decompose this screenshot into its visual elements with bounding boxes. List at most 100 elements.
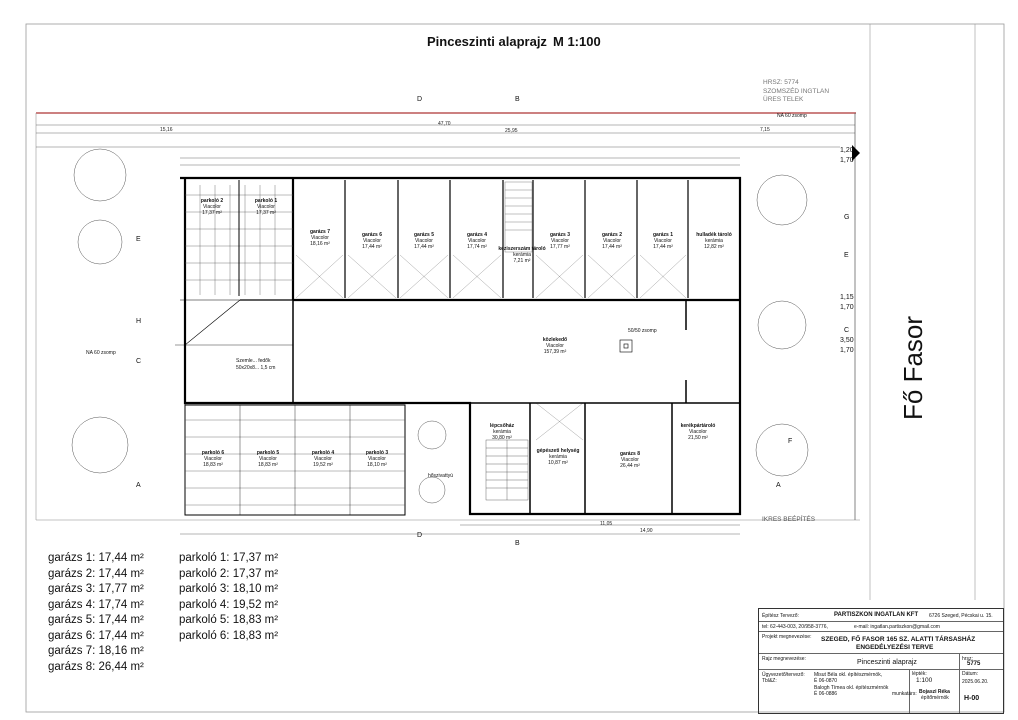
room-name: garázs 6 [361,232,382,238]
room-parkolo2: parkoló 2 Viacolor 17,37 m² [188,198,236,216]
room-name: garázs 5 [413,232,434,238]
section-mark-h-left: H [136,318,142,325]
summary-line: parkoló 1: 17,37 m² [179,552,279,564]
room-finish: Viacolor [415,238,433,244]
room-finish: Viacolor [204,456,222,462]
parking-summary: parkoló 1: 17,37 m² parkoló 2: 17,37 m² … [179,551,278,644]
section-mark-a-right: A [776,482,781,489]
room-hulladek: hulladék tároló kerámia 12,82 m² [689,232,739,250]
room-name: parkoló 2 [200,198,224,204]
drawing-title: Pinceszinti alaprajz [427,34,547,49]
room-name: garázs 1 [652,232,673,238]
room-parkolo4: parkoló 4 Viacolor 19,52 m² [298,450,348,468]
room-finish: Viacolor [257,204,275,210]
room-area: 17,44 m² [653,244,673,250]
room-finish: kerámia [513,252,531,258]
room-finish: kerámia [549,454,567,460]
room-name: kerékpártároló [680,423,716,429]
annotation-szemle: Szemle... fedők [236,358,271,364]
room-name: parkoló 4 [311,450,335,456]
person1: Misut Béla okl. építészmérnök, [814,672,883,678]
level-6: 1,70 [840,347,854,354]
level-marks-top: 1,20 1,70 [840,146,854,166]
room-finish: Viacolor [259,456,277,462]
street-name: Fő Fasor [898,315,928,420]
annotation-na60-left: NA 60 zsomp [86,350,116,356]
project-label: Projekt megnevezése: [762,634,812,640]
neighbor-line1: SZOMSZÉD INGTLAN [763,87,830,95]
responsible-label: Ügyvezető/tervező: [762,672,805,678]
collab-label: munkatárs: [892,691,917,697]
room-area: 17,37 m² [202,210,222,216]
project-line1: SZEGED, FŐ FASOR 165 SZ. ALATTI TÁRSASHÁ… [821,636,976,643]
designer-phone: tel: 62-443-003, 20/958-3776, [762,624,828,630]
drawing-name: Pinceszinti alaprajz [857,659,917,666]
annotation-na60-top: NA 60 zsomp [777,113,807,119]
room-finish: Viacolor [368,456,386,462]
room-name: garázs 4 [466,232,487,238]
summary-line: garázs 2: 17,44 m² [48,567,144,580]
summary-line: garázs 5: 17,44 m² [48,614,144,626]
room-finish: Viacolor [314,456,332,462]
room-finish: kerámia [705,238,723,244]
section-mark-d-top: D [417,96,423,103]
room-area: 7,21 m² [513,258,531,264]
section-mark-c-right: C [844,327,850,334]
room-name: hulladék tároló [696,232,732,238]
room-garazs7: garázs 7 Viacolor 18,16 m² [298,229,342,247]
summary-line: garázs 4: 17,74 m² [48,598,144,611]
room-area: 19,52 m² [313,462,333,468]
room-name: garázs 2 [601,232,622,238]
hrsz-label: hrsz: [962,656,973,662]
section-mark-f-right: F [788,438,793,445]
room-area: 17,74 m² [467,244,487,250]
garage-summary: garázs 1: 17,44 m² garázs 2: 17,44 m² ga… [48,551,144,675]
room-finish: Viacolor [654,238,672,244]
summary-line: parkoló 5: 18,83 m² [179,614,279,626]
drawing-scale: M 1:100 [553,34,601,49]
hrsz-value: 5775 [967,661,981,667]
sheet-number: H-00 [964,695,980,702]
room-name: parkoló 1 [254,198,278,204]
annotation-sump: 50/50 zsomp [628,328,657,334]
room-finish: Viacolor [546,343,564,349]
room-area: 30,80 m² [492,435,512,441]
room-garazs3: garázs 3 Viacolor 17,77 m² [538,232,582,250]
room-parkolo5: parkoló 5 Viacolor 18,83 m² [243,450,293,468]
summary-line: parkoló 2: 17,37 m² [179,567,279,580]
room-parkolo6: parkoló 6 Viacolor 18,83 m² [188,450,238,468]
person1-id: É 06-0870 [814,678,838,684]
room-finish: Viacolor [203,204,221,210]
date-label: Dátum: [962,671,979,677]
level-marks-low: 3,50 1,70 [840,336,854,356]
room-finish: Viacolor [621,457,639,463]
section-mark-d-bottom: D [417,532,423,539]
summary-line: garázs 1: 17,44 m² [48,552,144,564]
room-finish: Viacolor [468,238,486,244]
room-area: 157,39 m² [543,349,567,355]
level-1: 1,20 [840,147,854,154]
summary-line: parkoló 4: 19,52 m² [179,598,279,611]
designer-address: 6726 Szeged, Pécskai u. 15. [929,613,993,619]
svg-text:15,16: 15,16 [160,127,173,133]
room-name: parkoló 3 [365,450,389,456]
section-mark-e-left: E [136,236,141,243]
responsible2: Tbl&Z: [762,678,777,684]
section-mark-a-left: A [136,482,141,489]
room-finish: kerámia [493,429,511,435]
level-2: 1,70 [840,157,854,164]
summary-line: garázs 6: 17,44 m² [48,629,144,642]
room-finish: Viacolor [689,429,707,435]
room-area: 12,82 m² [704,244,724,250]
collab-name: Bojaszi Réka [919,689,950,695]
room-garazs6: garázs 6 Viacolor 17,44 m² [350,232,394,250]
designer-name: PARTISZKON INGATLAN KFT [834,612,919,618]
collab-role: építőmérnök [921,695,949,701]
neighbor-line2: ÜRES TELEK [763,96,804,103]
room-area: 17,37 m² [256,210,276,216]
room-name: garázs 3 [549,232,570,238]
svg-text:47,70: 47,70 [438,121,451,127]
room-area: 17,44 m² [362,244,382,250]
section-mark-g-right: G [844,214,850,221]
